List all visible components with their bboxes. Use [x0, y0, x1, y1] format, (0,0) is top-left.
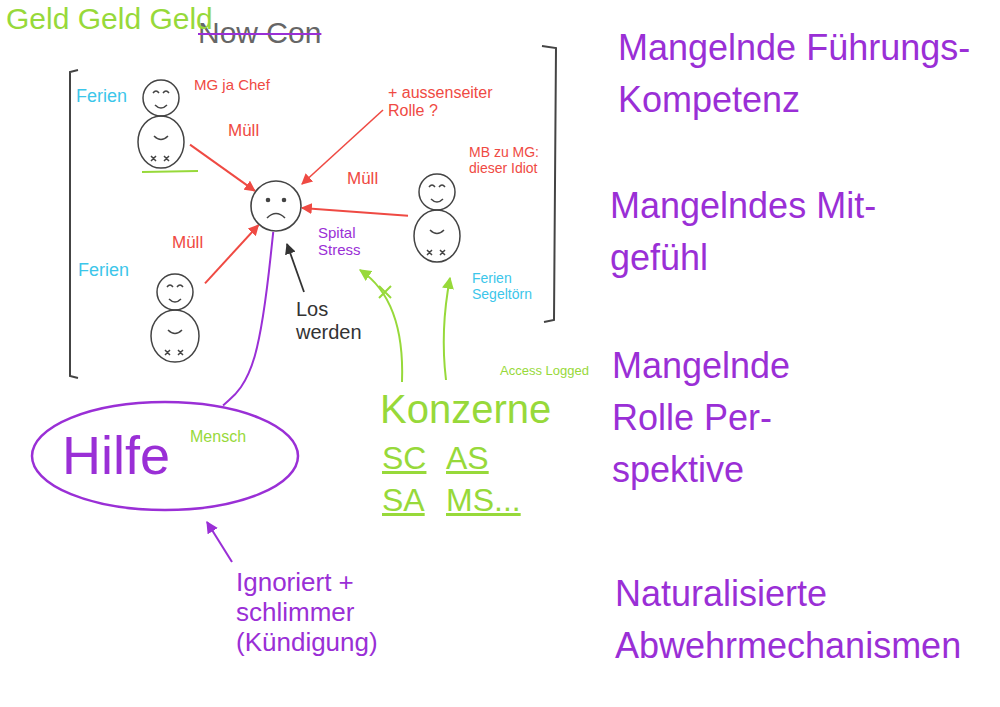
face-drawing [251, 181, 301, 231]
note: Ferien Segeltörn [472, 270, 552, 302]
arrow-connector [205, 225, 258, 283]
handwritten-note: + aussenseiter Rolle ? [388, 84, 506, 121]
stick-figure [414, 174, 460, 262]
person-figure-outline [408, 172, 466, 264]
group-title: Now Con [198, 16, 321, 51]
handwritten-note: Mangelnde Führungs- Kompetenz [618, 22, 993, 126]
handwritten-note: Naturalisierte Abwehrmechanismen [615, 568, 990, 672]
stick-figure [138, 80, 184, 168]
note: Ferien [78, 260, 129, 281]
handwritten-note: Mangelndes Mit- gefühl [610, 180, 910, 284]
connector-label: Müll [170, 234, 205, 253]
leader-arrow [287, 244, 304, 292]
leader-arrow [207, 522, 232, 562]
note: MG ja Chef [194, 76, 270, 93]
connector-label: Müll [345, 170, 380, 189]
loop-outline [32, 402, 298, 510]
handwritten-note: Geld Geld Geld [6, 2, 213, 37]
underline-stroke [142, 171, 198, 172]
cross-mark [379, 286, 391, 298]
handwritten-note: Access Logged [500, 364, 589, 379]
person-figure-outline [145, 272, 205, 360]
sad-face: Spital Stress [250, 180, 302, 232]
handwritten-note: Los werden [296, 298, 376, 344]
help-loop: Hilfe Mensch [30, 400, 300, 512]
handwritten-note: Mangelnde Rolle Per- spektive [612, 340, 842, 497]
stick-figure [151, 274, 199, 362]
person-figure: Ferien [145, 272, 205, 360]
connector-label: Müll [226, 122, 261, 141]
person-figure: MB zu MG: dieser IdiotFerien Segeltörn [408, 172, 466, 264]
sad-face-outline [250, 180, 302, 232]
person-figure: FerienMG ja Chef [132, 78, 190, 170]
handwritten-note: AS [446, 440, 489, 477]
note: Ferien [76, 86, 127, 107]
handwritten-note: Konzerne [380, 386, 551, 432]
note: MB zu MG: dieser Idiot [469, 144, 549, 176]
arrow-connector [190, 145, 255, 191]
loop-title: Hilfe [62, 424, 170, 486]
person-figure-outline [132, 78, 190, 170]
leader-arrow [444, 278, 450, 380]
bracket-line [70, 70, 78, 378]
handwritten-note: MS... [446, 482, 521, 519]
arrow-connector [302, 208, 408, 216]
handwritten-note: SA [382, 482, 425, 519]
arrow-connector [223, 232, 273, 406]
leader-arrow [360, 270, 402, 382]
bracket-line [542, 46, 556, 322]
note: Mensch [190, 428, 246, 446]
handwritten-note: SC [382, 440, 426, 477]
note: Spital Stress [318, 224, 380, 259]
handwritten-note: Ignoriert + schlimmer (Kündigung) [236, 568, 416, 658]
